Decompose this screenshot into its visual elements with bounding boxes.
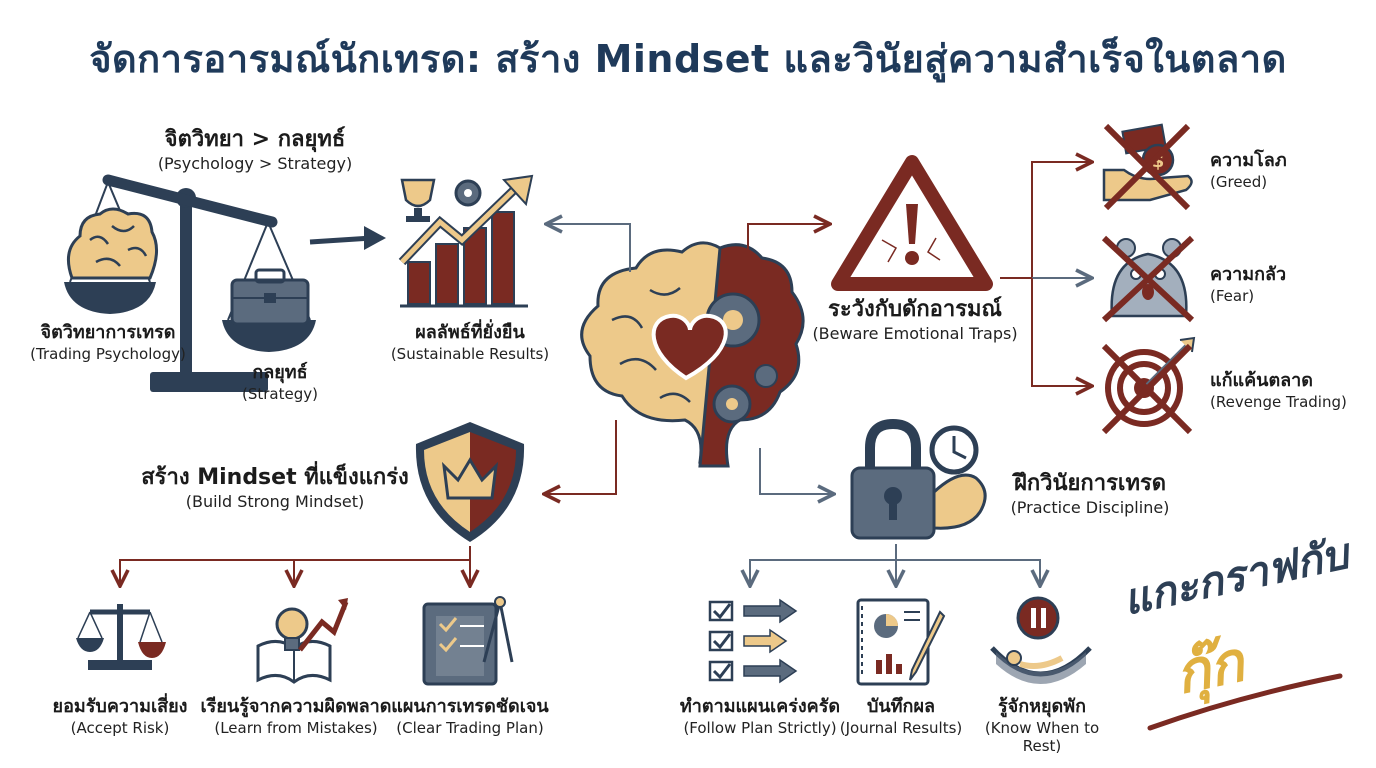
label-en: (Fear) — [1210, 286, 1255, 305]
label-th: ยอมรับความเสี่ยง — [52, 696, 188, 717]
practice-discipline-label: ฝึกวินัยการเทรด (Practice Discipline) — [990, 470, 1190, 518]
sustainable-results-label: ผลลัพธ์ที่ยั่งยืน (Sustainable Results) — [370, 322, 570, 363]
label-en: (Clear Trading Plan) — [396, 718, 544, 737]
label-th: บันทึกผล — [866, 696, 936, 717]
fear-label: ความกลัว (Fear) — [1210, 264, 1370, 305]
strategy-label: กลยุทธ์ (Strategy) — [220, 362, 340, 403]
label-th: เรียนรู้จากความผิดพลาด — [200, 696, 392, 717]
lock-clock-discipline-icon — [850, 418, 987, 540]
balance-scale-icon — [64, 174, 316, 392]
trading-psychology-label: จิตวิทยาการเทรด (Trading Psychology) — [18, 322, 198, 363]
journal-icon — [856, 598, 946, 686]
central-brain-heart-gears-icon — [580, 241, 805, 468]
build-mindset-label: สร้าง Mindset ที่แข็งแกร่ง (Build Strong… — [130, 464, 420, 512]
plan-blueprint-icon — [422, 596, 514, 686]
emotional-traps-label: ระวังกับดักอารมณ์ (Beware Emotional Trap… — [790, 296, 1040, 344]
label-en: (Know When to Rest) — [984, 718, 1100, 756]
label-th: ความกลัว — [1210, 264, 1287, 285]
label-th: ความโลภ — [1210, 150, 1287, 171]
fear-bear-icon — [1101, 235, 1195, 323]
arrow-to-results-icon — [364, 226, 386, 250]
label-th: กลยุทธ์ — [252, 362, 308, 383]
label-en: (Practice Discipline) — [1010, 497, 1170, 517]
label-en: (Learn from Mistakes) — [214, 718, 378, 737]
growth-chart-trophy-icon — [398, 174, 534, 308]
label-th: สร้าง Mindset ที่แข็งแกร่ง — [141, 465, 409, 490]
rest-hammock-icon — [990, 596, 1092, 684]
label-en: (Revenge Trading) — [1210, 392, 1347, 411]
label-en: (Greed) — [1210, 172, 1268, 191]
heading-en: (Psychology > Strategy) — [157, 153, 353, 173]
learn-mistakes-label: เรียนรู้จากความผิดพลาด (Learn from Mista… — [196, 696, 396, 737]
label-en: (Build Strong Mindset) — [185, 491, 365, 511]
label-en: (Strategy) — [242, 384, 318, 403]
label-th: ผลลัพธ์ที่ยั่งยืน — [415, 322, 525, 343]
psychology-strategy-heading: จิตวิทยา > กลยุทธ์ (Psychology > Strateg… — [120, 126, 390, 174]
book-lightbulb-icon — [256, 598, 349, 684]
know-rest-label: รู้จักหยุดพัก (Know When to Rest) — [964, 696, 1120, 756]
journal-results-label: บันทึกผล (Journal Results) — [836, 696, 966, 737]
scale-icon — [76, 604, 166, 670]
revenge-target-icon — [1101, 336, 1196, 435]
heading-th: จิตวิทยา > กลยุทธ์ — [164, 127, 346, 152]
clear-plan-label: แผนการเทรดชัดเจน (Clear Trading Plan) — [385, 696, 555, 737]
label-en: (Sustainable Results) — [390, 344, 550, 363]
shield-crown-icon — [415, 422, 525, 542]
label-en: (Follow Plan Strictly) — [683, 718, 837, 737]
label-en: (Journal Results) — [839, 718, 963, 737]
checklist-icon — [708, 598, 798, 684]
warning-triangle-icon — [831, 155, 993, 291]
greed-label: ความโลภ (Greed) — [1210, 150, 1370, 191]
greed-money-hand-icon: $ — [1102, 123, 1193, 211]
label-en: (Accept Risk) — [70, 718, 170, 737]
page-title: จัดการอารมณ์นักเทรด: สร้าง Mindset และวิ… — [89, 37, 1287, 81]
label-th: ระวังกับดักอารมณ์ — [828, 297, 1002, 322]
label-th: รู้จักหยุดพัก — [998, 696, 1086, 717]
brain-on-scale-icon — [66, 207, 158, 280]
label-th: แผนการเทรดชัดเจน — [391, 696, 549, 717]
follow-plan-label: ทำตามแผนเคร่งครัด (Follow Plan Strictly) — [670, 696, 850, 737]
accept-risk-label: ยอมรับความเสี่ยง (Accept Risk) — [40, 696, 200, 737]
label-en: (Beware Emotional Traps) — [812, 323, 1018, 343]
label-th: แก้แค้นตลาด — [1210, 370, 1313, 391]
label-en: (Trading Psychology) — [30, 344, 186, 363]
label-th: ฝึกวินัยการเทรด — [1013, 471, 1167, 496]
brand-underline — [1147, 673, 1343, 731]
briefcase-on-scale-icon — [230, 268, 310, 326]
revenge-trading-label: แก้แค้นตลาด (Revenge Trading) — [1210, 370, 1370, 411]
label-th: จิตวิทยาการเทรด — [40, 322, 176, 343]
label-th: ทำตามแผนเคร่งครัด — [679, 696, 841, 717]
